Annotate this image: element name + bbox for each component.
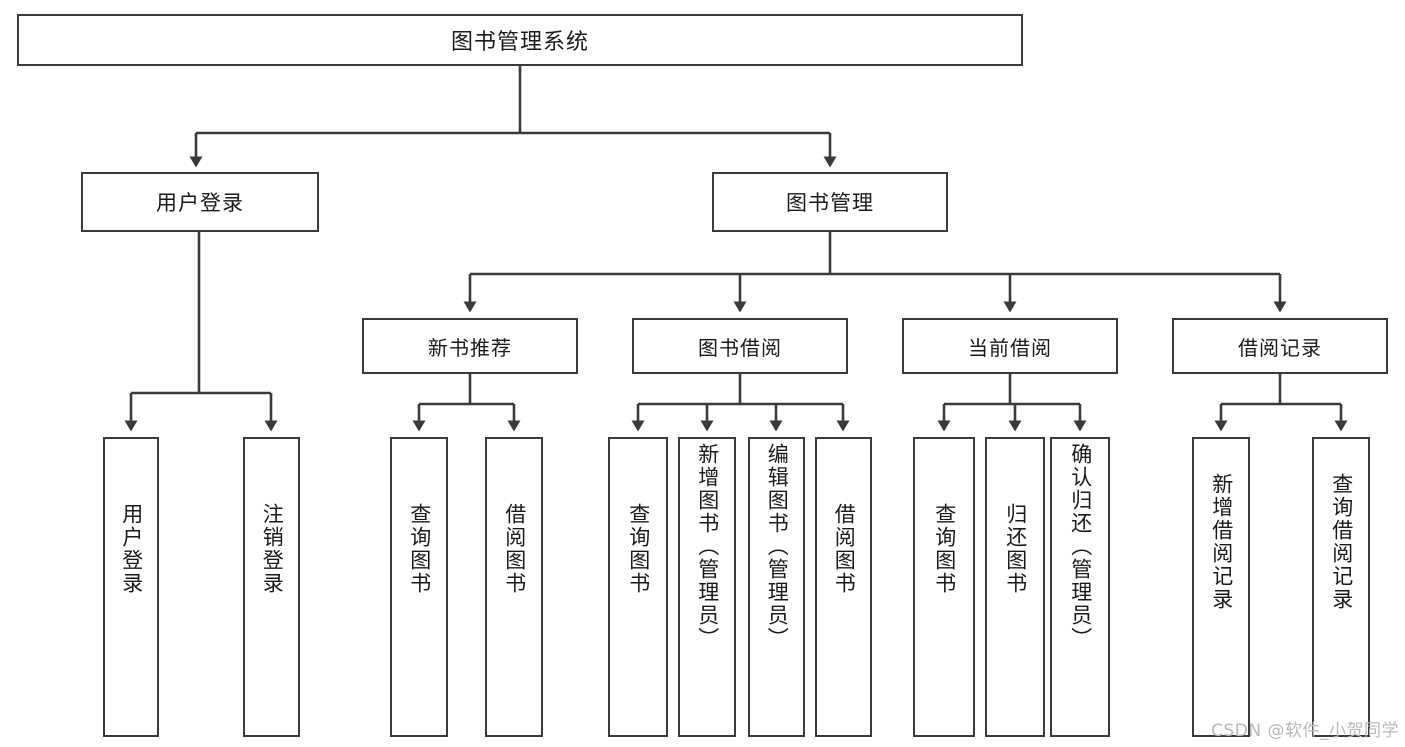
node-leaf-confirm-return-label: 确认归还（管理员）: [1068, 443, 1093, 650]
node-book-borrow-label: 图书借阅: [698, 335, 782, 360]
node-leaf-query-record[interactable]: 查询借阅记录: [1312, 437, 1370, 737]
node-borrow-record[interactable]: 借阅记录: [1172, 318, 1388, 374]
node-leaf-user-login[interactable]: 用户登录: [103, 437, 159, 737]
node-leaf-confirm-return[interactable]: 确认归还（管理员）: [1050, 437, 1110, 737]
node-user-login[interactable]: 用户登录: [81, 172, 319, 232]
node-root-label: 图书管理系统: [450, 30, 589, 55]
node-leaf-borrow-book-1-label: 借阅图书: [502, 503, 527, 595]
node-book-manage-label: 图书管理: [786, 191, 874, 215]
node-leaf-add-book[interactable]: 新增图书（管理员）: [678, 437, 736, 737]
node-user-login-label: 用户登录: [156, 191, 244, 215]
node-leaf-return-book-label: 归还图书: [1003, 503, 1028, 595]
node-current-borrow-label: 当前借阅: [968, 335, 1052, 360]
node-leaf-query-book-2[interactable]: 查询图书: [608, 437, 668, 737]
node-leaf-query-book-2-label: 查询图书: [626, 503, 651, 595]
node-leaf-borrow-book-1[interactable]: 借阅图书: [485, 437, 543, 737]
watermark: CSDN @软件_小贺同学: [1211, 721, 1399, 741]
node-leaf-edit-book[interactable]: 编辑图书（管理员）: [748, 437, 805, 737]
node-leaf-query-book-1-label: 查询图书: [407, 503, 432, 595]
node-book-manage[interactable]: 图书管理: [712, 172, 948, 232]
node-leaf-query-book-1[interactable]: 查询图书: [390, 437, 448, 737]
node-leaf-edit-book-label: 编辑图书（管理员）: [765, 443, 790, 650]
node-leaf-query-record-label: 查询借阅记录: [1329, 473, 1354, 611]
node-leaf-return-book[interactable]: 归还图书: [985, 437, 1045, 737]
node-root[interactable]: 图书管理系统: [17, 14, 1023, 66]
node-leaf-borrow-book-2[interactable]: 借阅图书: [815, 437, 872, 737]
node-new-book-rec-label: 新书推荐: [428, 335, 512, 360]
node-new-book-rec[interactable]: 新书推荐: [362, 318, 578, 374]
node-leaf-query-book-3[interactable]: 查询图书: [913, 437, 975, 737]
node-leaf-add-book-label: 新增图书（管理员）: [695, 443, 720, 650]
node-leaf-add-record-label: 新增借阅记录: [1209, 473, 1234, 611]
node-leaf-add-record[interactable]: 新增借阅记录: [1192, 437, 1250, 737]
node-leaf-borrow-book-2-label: 借阅图书: [832, 503, 857, 595]
node-current-borrow[interactable]: 当前借阅: [902, 318, 1118, 374]
node-leaf-logout[interactable]: 注销登录: [243, 437, 300, 737]
node-leaf-query-book-3-label: 查询图书: [932, 503, 957, 595]
node-leaf-user-login-label: 用户登录: [119, 503, 144, 595]
node-leaf-logout-label: 注销登录: [260, 503, 285, 595]
node-book-borrow[interactable]: 图书借阅: [632, 318, 848, 374]
node-borrow-record-label: 借阅记录: [1238, 335, 1322, 360]
